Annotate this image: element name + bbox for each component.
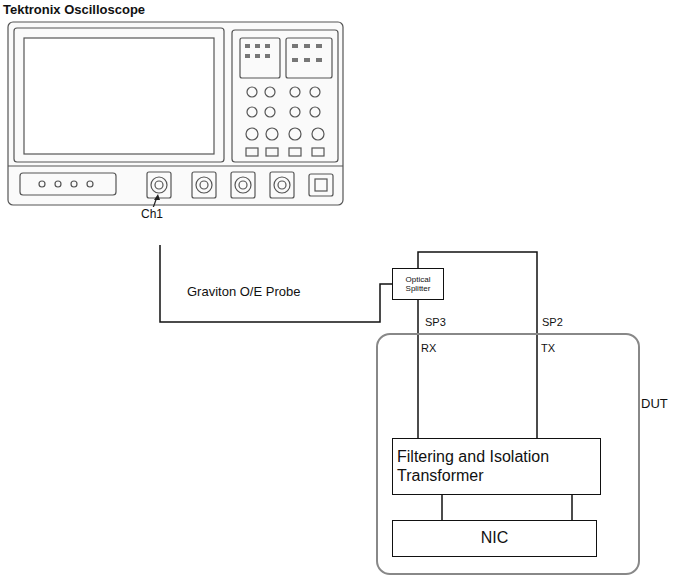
- oscilloscope: Tektronix Oscilloscope: [0, 0, 345, 245]
- node-text: Filtering and Isolation Transformer: [397, 448, 596, 485]
- optical-splitter-box: Optical Splitter: [392, 268, 444, 300]
- probe-label: Graviton O/E Probe: [186, 284, 301, 299]
- connector-line: [418, 252, 537, 438]
- dut-enclosure: DUTFiltering and Isolation TransformerNI…: [376, 333, 640, 575]
- signal-label: RX: [420, 342, 437, 354]
- connector-line: [418, 300, 419, 438]
- node-text: Optical Splitter: [396, 275, 440, 293]
- port-label: SP3: [424, 316, 447, 328]
- filter-transformer-box: Filtering and Isolation Transformer: [392, 438, 601, 495]
- node-text: NIC: [481, 529, 509, 547]
- node-text: Tektronix Oscilloscope: [3, 3, 145, 18]
- connector-line: [572, 495, 573, 520]
- nic-box: NIC: [392, 520, 597, 557]
- port-label: SP2: [541, 316, 564, 328]
- connector-line: [160, 245, 392, 322]
- connector-line: [442, 495, 443, 520]
- signal-label: TX: [540, 342, 556, 354]
- node-text: DUT: [641, 397, 668, 412]
- channel-label: Ch1: [140, 207, 164, 221]
